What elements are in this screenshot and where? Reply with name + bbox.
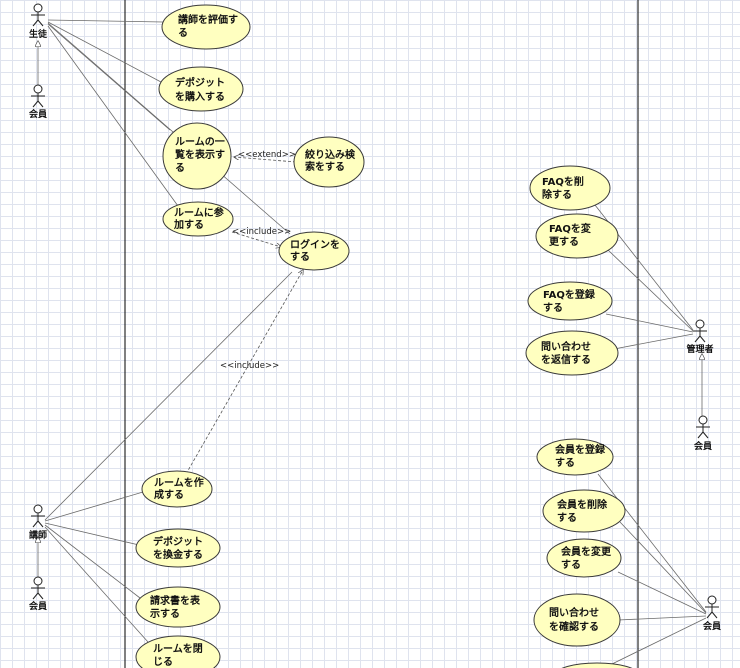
usecase-buy-deposit[interactable]: デポジットを購入する — [158, 66, 244, 112]
svg-text:問い合わせを返信する: 問い合わせを返信する — [541, 340, 591, 366]
usecase-reply-inquiry[interactable]: 問い合わせを返信する — [525, 330, 619, 376]
usecase-edit-member[interactable]: 会員を変更する — [546, 538, 622, 578]
usecase-check-inquiry[interactable]: 問い合わせを確認する — [533, 593, 621, 647]
svg-text:会員を変更する: 会員を変更する — [561, 545, 612, 571]
svg-text:デポジットを購入する: デポジットを購入する — [175, 76, 225, 103]
usecase-list-rooms[interactable]: ルームの一覧を表示する — [162, 122, 232, 190]
actor-member-student[interactable]: 会員 — [29, 84, 47, 120]
svg-text:講師: 講師 — [29, 529, 47, 541]
svg-text:ルームを作成する: ルームを作成する — [154, 476, 204, 501]
usecase-login[interactable]: ログインをする — [278, 231, 350, 271]
svg-text:デポジットを換金する: デポジットを換金する — [153, 535, 203, 561]
instructor-associations — [44, 271, 293, 643]
svg-text:講師を評価する: 講師を評価する — [178, 13, 238, 39]
usecase-show-invoice[interactable]: 請求書を表示する — [135, 586, 221, 628]
svg-text:FAQを登録する: FAQを登録する — [543, 288, 596, 314]
svg-text:会員を登録する: 会員を登録する — [555, 443, 606, 469]
actor-member-instructor[interactable]: 会員 — [29, 576, 47, 612]
actor-member-admin[interactable]: 会員 — [694, 415, 712, 452]
svg-text:FAQを変更する: FAQを変更する — [549, 222, 592, 248]
include-arrow-join — [231, 231, 281, 247]
usecase-rate-instructor[interactable]: 講師を評価する — [161, 4, 251, 50]
usecase-edit-faq[interactable]: FAQを変更する — [535, 213, 619, 259]
svg-text:会員: 会員 — [29, 108, 47, 120]
actor-admin[interactable]: 管理者 — [686, 319, 714, 355]
include-arrow-create — [185, 270, 303, 475]
usecase-register-member[interactable]: 会員を登録する — [536, 438, 614, 476]
svg-text:FAQを削除する: FAQを削除する — [542, 175, 584, 201]
usecase-create-room[interactable]: ルームを作成する — [141, 470, 213, 508]
usecase-delete-member[interactable]: 会員を削除する — [542, 489, 626, 533]
extend-label: <<extend>> — [238, 150, 296, 160]
svg-text:ログインをする: ログインをする — [290, 238, 340, 263]
svg-text:生徒: 生徒 — [29, 28, 48, 40]
include-label-join: <<include>> — [232, 227, 291, 237]
usecase-close-room[interactable]: ルームを閉じる — [135, 635, 221, 668]
include-label-create: <<include>> — [220, 361, 279, 371]
svg-text:問い合わせを確認する: 問い合わせを確認する — [549, 606, 599, 633]
svg-text:ルームを閉じる: ルームを閉じる — [153, 643, 203, 668]
student-associations — [47, 19, 291, 235]
member-right-associations — [597, 473, 707, 665]
actor-instructor[interactable]: 講師 — [29, 504, 47, 541]
svg-text:ルームの一覧を表示する: ルームの一覧を表示する — [174, 136, 225, 174]
svg-text:絞り込み検索をする: 絞り込み検索をする — [304, 148, 356, 173]
svg-text:会員: 会員 — [29, 600, 47, 612]
svg-text:請求書を表示する: 請求書を表示する — [150, 594, 201, 620]
extend-arrow — [234, 157, 297, 163]
svg-text:会員: 会員 — [703, 620, 721, 632]
svg-text:管理者: 管理者 — [686, 343, 713, 355]
usecase-exchange-deposit[interactable]: デポジットを換金する — [135, 528, 221, 568]
usecase-delete-faq[interactable]: FAQを削除する — [529, 165, 611, 211]
svg-text:会員を削除する: 会員を削除する — [557, 498, 608, 524]
svg-text:会員: 会員 — [694, 440, 712, 452]
svg-text:ルームに参加する: ルームに参加する — [173, 206, 224, 231]
usecase-register-faq[interactable]: FAQを登録する — [527, 281, 613, 321]
actor-student[interactable]: 生徒 — [29, 3, 48, 40]
usecase-join-room[interactable]: ルームに参加する — [162, 201, 234, 237]
usecase-partial-bottom[interactable] — [555, 662, 639, 668]
usecase-filter-search[interactable]: 絞り込み検索をする — [293, 136, 365, 188]
actor-member-right[interactable]: 会員 — [703, 595, 721, 632]
